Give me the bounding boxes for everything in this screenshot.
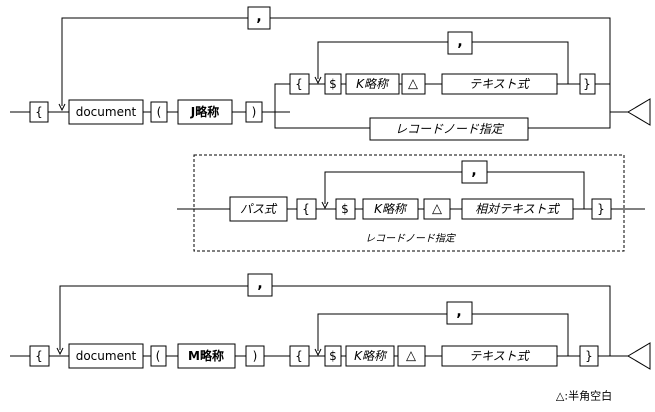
open-paren-box bbox=[150, 345, 167, 367]
k-abbrev-box bbox=[362, 198, 419, 220]
syntax-diagram-3: , { document ( M略称 ) { , $ K略称 △ テキスト式 } bbox=[10, 273, 651, 370]
document-keyword-box bbox=[68, 343, 144, 369]
text-expr-box bbox=[441, 73, 558, 95]
open-paren: ( bbox=[156, 349, 161, 363]
inner-open-brace: { bbox=[295, 349, 303, 363]
legend-note: △:半角空白 bbox=[556, 389, 612, 403]
space-symbol: △ bbox=[408, 77, 418, 92]
k-abbrev-box bbox=[345, 73, 400, 95]
record-node-spec: レコードノード指定 bbox=[395, 122, 505, 136]
comma-box bbox=[461, 160, 488, 184]
m-abbrev-box bbox=[177, 343, 236, 369]
record-node-box bbox=[369, 117, 529, 141]
open-brace: { bbox=[302, 202, 310, 216]
outer-comma-box bbox=[247, 6, 271, 30]
k-abbrev: K略称 bbox=[374, 202, 408, 216]
dollar-box bbox=[324, 345, 342, 367]
dollar-sign: $ bbox=[329, 349, 337, 363]
inner-close-brace: } bbox=[583, 77, 591, 91]
text-expr: テキスト式 bbox=[469, 77, 531, 91]
inner-comma: , bbox=[456, 304, 461, 320]
open-brace: { bbox=[35, 349, 43, 363]
outer-comma: , bbox=[257, 276, 262, 292]
dollar-sign: $ bbox=[341, 202, 349, 216]
rel-text-expr-box bbox=[461, 198, 574, 220]
space-symbol-box bbox=[423, 198, 451, 220]
inner-comma-box bbox=[446, 301, 473, 325]
inner-open-brace-box bbox=[289, 345, 310, 367]
space-symbol: △ bbox=[432, 202, 442, 217]
open-brace-box bbox=[29, 101, 49, 123]
dollar-sign: $ bbox=[329, 77, 337, 91]
inner-open-brace: { bbox=[295, 77, 303, 91]
space-symbol: △ bbox=[406, 349, 416, 364]
inner-close-brace: } bbox=[585, 349, 593, 363]
path-expr: パス式 bbox=[240, 202, 278, 216]
outer-comma: , bbox=[256, 9, 261, 25]
close-paren-box bbox=[245, 101, 263, 123]
dollar-box bbox=[324, 73, 342, 95]
text-expr: テキスト式 bbox=[469, 349, 531, 363]
space-symbol-box bbox=[401, 73, 426, 95]
end-triangle-icon bbox=[627, 98, 651, 126]
path-expr-box bbox=[229, 196, 288, 222]
k-abbrev-box bbox=[345, 345, 395, 367]
syntax-diagram-2: パス式 { , $ K略称 △ 相対テキスト式 } レコードノード指定 bbox=[177, 154, 645, 252]
j-abbrev: J略称 bbox=[190, 104, 219, 119]
k-abbrev: K略称 bbox=[356, 77, 390, 91]
end-triangle-icon bbox=[627, 342, 651, 370]
close-brace-box bbox=[591, 198, 612, 220]
open-paren-box bbox=[150, 101, 168, 123]
record-node-caption: レコードノード指定 bbox=[365, 233, 457, 245]
document-keyword-box bbox=[68, 99, 144, 125]
m-abbrev: M略称 bbox=[188, 348, 224, 363]
inner-comma: , bbox=[457, 34, 462, 50]
open-brace-box bbox=[29, 345, 50, 367]
rel-text-expr: 相対テキスト式 bbox=[475, 202, 561, 216]
k-abbrev: K略称 bbox=[354, 349, 388, 363]
inner-close-brace-box bbox=[579, 73, 596, 95]
inner-close-brace-box bbox=[579, 345, 599, 367]
close-brace: } bbox=[597, 202, 605, 216]
comma: , bbox=[471, 163, 476, 179]
j-abbrev-box bbox=[177, 99, 233, 125]
document-keyword: document bbox=[76, 105, 137, 119]
close-paren-box bbox=[245, 345, 265, 367]
document-keyword: document bbox=[76, 349, 137, 363]
inner-open-brace-box bbox=[289, 73, 310, 95]
space-symbol-box bbox=[397, 345, 426, 367]
dollar-box bbox=[335, 198, 356, 220]
outer-comma-box bbox=[247, 273, 273, 297]
close-paren: ) bbox=[252, 105, 257, 119]
open-brace-box bbox=[296, 198, 317, 220]
open-brace: { bbox=[35, 105, 43, 119]
inner-comma-box bbox=[447, 31, 473, 55]
record-node-definition-frame bbox=[193, 154, 625, 252]
open-paren: ( bbox=[157, 105, 162, 119]
syntax-diagram-1: , { document ( J略称 ) { , $ K略称 △ テキスト式 }… bbox=[10, 6, 651, 141]
close-paren: ) bbox=[253, 349, 258, 363]
text-expr-box bbox=[441, 345, 558, 367]
